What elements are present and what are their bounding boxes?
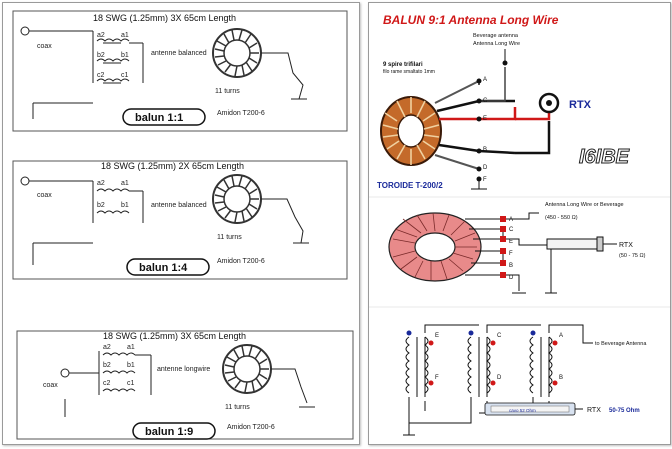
wire-spec-label: 18 SWG (1.25mm) 2X 65cm Length — [101, 161, 244, 171]
wire-label: filo rame smaltato 1mm — [383, 69, 435, 75]
winding-letter-d: D — [497, 375, 502, 381]
turns-label: 11 turns — [215, 88, 240, 95]
terminal-a1: a1 — [127, 344, 135, 351]
to-beverage-label: to Beverage Antenna — [595, 341, 647, 347]
coax-label: coax — [43, 382, 58, 389]
terminal-a2: a2 — [103, 344, 111, 351]
terminal-c1: c1 — [121, 72, 129, 79]
rtx-label: RTX — [569, 99, 592, 111]
wire-spec-label: 18 SWG (1.25mm) 3X 65cm Length — [103, 331, 246, 341]
rtx-impedance-label: 50-75 Ohm — [609, 408, 640, 414]
balun-9-1-schematic: Antenna Long Wire or Beverage (450 - 550… — [388, 202, 646, 294]
balun-ratio-badge: balun 1:4 — [139, 262, 188, 274]
coax-cable-label: cavo 52 Ohm — [509, 408, 536, 413]
badge-outline — [122, 108, 206, 126]
beverage-antenna-label: Beverage antenna — [473, 33, 519, 39]
balun-ratio-badge: balun 1:1 — [135, 112, 183, 124]
turns-label: 11 turns — [225, 404, 250, 411]
balun-9-1-panel: BALUN 9:1 Antenna Long Wire Beverage ant… — [368, 2, 671, 445]
rtx-bottom-label: RTX — [587, 407, 601, 414]
winding-letter-a: A — [559, 333, 563, 339]
terminal-a2: a2 — [97, 32, 105, 39]
high-impedance-label: (450 - 550 Ω) — [545, 215, 578, 221]
antenna-longwire-beverage-label: Antenna Long Wire or Beverage — [545, 202, 624, 208]
core-label: Amidon T200-6 — [227, 424, 275, 431]
schematic-letter-c: C — [509, 227, 514, 233]
terminal-letter-a: A — [483, 77, 487, 83]
balun-9-1-drawing: BALUN 9:1 Antenna Long Wire Beverage ant… — [369, 13, 670, 436]
terminal-a2: a2 — [97, 180, 105, 187]
toroid-model-label: TOROIDE T-200/2 — [377, 181, 443, 190]
balun-schematics-panel: 18 SWG (1.25mm) 3X 65cm Length coax a2 a… — [2, 2, 360, 445]
balun-ratio-badge: balun 1:9 — [145, 426, 193, 438]
antenna-label: antenne balanced — [151, 50, 207, 57]
core-label: Amidon T200-6 — [217, 110, 265, 117]
core-label: Amidon T200-6 — [217, 258, 265, 265]
terminal-letter-e: E — [483, 116, 487, 122]
terminal-c2: c2 — [97, 72, 105, 79]
transformer-schematic: E F C D A B to Beverage Antenna cavo 52 … — [403, 324, 647, 436]
antenna-label: antenne longwire — [157, 366, 210, 373]
balun-1-1-section: 18 SWG (1.25mm) 3X 65cm Length coax a2 a… — [12, 10, 348, 132]
terminal-letter-b: B — [483, 147, 487, 153]
toroid-core-icon — [212, 174, 262, 224]
terminal-a1: a1 — [121, 32, 129, 39]
winding-letter-c: C — [497, 333, 502, 339]
toroid-wiring-photo: Beverage antenna Antenna Long Wire 9 spi… — [377, 33, 630, 190]
terminal-a1: a1 — [121, 180, 129, 187]
balun-1-9-section: 18 SWG (1.25mm) 3X 65cm Length coax a2 a… — [16, 330, 354, 440]
badge-outline — [132, 422, 216, 440]
coax-label: coax — [37, 43, 52, 50]
terminal-b2: b2 — [97, 52, 105, 59]
terminal-b1: b1 — [127, 362, 135, 369]
winding-letter-e: E — [435, 333, 439, 339]
toroid-core-icon — [212, 28, 262, 78]
balun-schematics-drawing: 18 SWG (1.25mm) 3X 65cm Length coax a2 a… — [12, 10, 354, 440]
winding-letter-b: B — [559, 375, 563, 381]
schematic-letter-d: D — [509, 275, 514, 281]
schematic-letter-b: B — [509, 263, 513, 269]
schematic-letter-f: F — [509, 251, 513, 257]
terminal-letter-c: C — [483, 98, 488, 104]
antenna-label: antenne balanced — [151, 202, 207, 209]
wire-spec-label: 18 SWG (1.25mm) 3X 65cm Length — [93, 13, 236, 23]
badge-outline — [126, 258, 210, 276]
terminal-c2: c2 — [103, 380, 111, 387]
terminal-b2: b2 — [97, 202, 105, 209]
terminal-b1: b1 — [121, 52, 129, 59]
longwire-antenna-label: Antenna Long Wire — [473, 41, 520, 47]
terminal-letter-d: D — [483, 165, 488, 171]
terminal-b1: b1 — [121, 202, 129, 209]
terminal-c1: c1 — [127, 380, 135, 387]
low-impedance-label: (50 - 75 Ω) — [619, 253, 646, 259]
coax-label: coax — [37, 192, 52, 199]
winding-label: 9 spire trifilari — [383, 62, 423, 68]
terminal-letter-f: F — [483, 177, 487, 183]
schematic-letter-e: E — [509, 239, 513, 245]
callsign-label: I6IBE — [579, 146, 630, 168]
turns-label: 11 turns — [217, 234, 242, 241]
toroid-core-icon — [222, 344, 272, 394]
winding-letter-f: F — [435, 375, 439, 381]
terminal-b2: b2 — [103, 362, 111, 369]
rtx-schematic-label: RTX — [619, 242, 633, 249]
balun-1-4-section: 18 SWG (1.25mm) 2X 65cm Length coax a2 a… — [12, 160, 348, 280]
schematic-letter-a: A — [509, 217, 513, 223]
panel-title: BALUN 9:1 Antenna Long Wire — [383, 13, 559, 27]
